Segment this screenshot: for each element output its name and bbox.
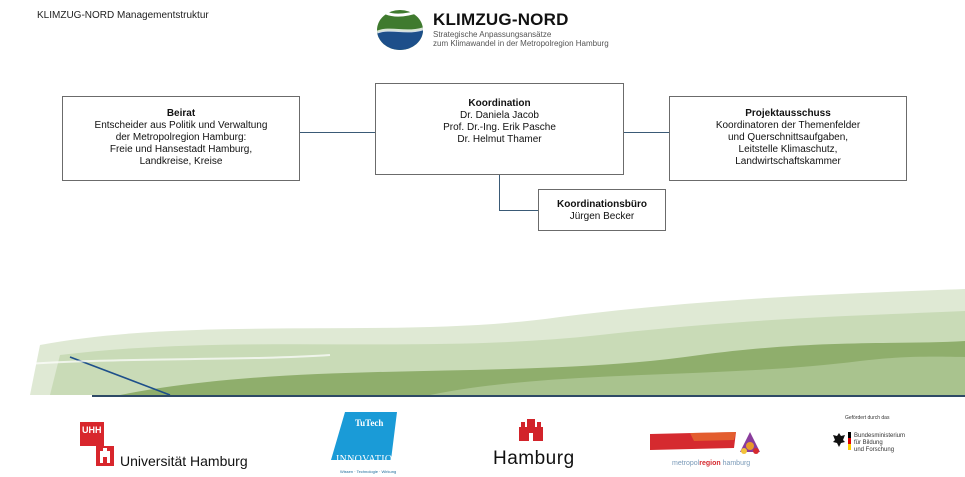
uhh-name: Universität Hamburg — [120, 453, 248, 469]
uhh-badge-text: UHH — [82, 425, 102, 435]
bmbf-name: Bundesministerium für Bildung und Forsch… — [854, 433, 905, 454]
hamburg-castle-icon — [519, 419, 543, 441]
beirat-heading: Beirat — [166, 108, 196, 119]
beirat-line-1: Entscheider aus Politik und Verwaltung — [94, 120, 268, 131]
beirat-line-4: Landkreise, Kreise — [139, 156, 223, 167]
bmbf-line-1: Bundesministerium — [854, 433, 906, 439]
tutech-top: TuTech — [355, 418, 384, 428]
metropolregion-c: hamburg — [720, 460, 751, 467]
koordination-line-1: Dr. Daniela Jacob — [460, 110, 539, 121]
beirat-line-3: Freie und Hansestadt Hamburg, — [109, 144, 253, 155]
bmbf-line-2: für Bildung — [854, 440, 883, 446]
logo-name: KLIMZUG-NORD — [433, 10, 569, 29]
beirat-line-2: der Metropolregion Hamburg: — [115, 132, 247, 143]
uhh-castle-icon — [96, 446, 114, 466]
projektausschuss-line-4: Landwirtschaftskammer — [735, 156, 841, 167]
connector-beirat-koordination — [300, 132, 375, 133]
tutech-tagline: Wissen · Technologie · Wirkung — [340, 469, 397, 474]
koordination-heading: Koordination — [468, 98, 531, 109]
logo-subtitle-line-2: zum Klimawandel in der Metropolregion Ha… — [433, 39, 609, 48]
bmbf-line-3: und Forschung — [854, 447, 895, 453]
beirat-box: Beirat Entscheider aus Politik und Verwa… — [62, 96, 300, 181]
projektausschuss-line-3: Leitstelle Klimaschutz, — [738, 144, 838, 155]
projektausschuss-heading: Projektausschuss — [745, 108, 831, 119]
projektausschuss-line-2: und Querschnittsaufgaben, — [727, 132, 849, 143]
tutech-logo — [331, 412, 397, 460]
page-title: KLIMZUG-NORD Managementstruktur — [37, 10, 209, 21]
logo-subtitle: Strategische Anpassungsansätze zum Klima… — [433, 30, 609, 48]
hamburg-name: Hamburg — [493, 448, 575, 469]
metropolregion-logo — [650, 432, 760, 454]
bmbf-flag — [848, 432, 851, 450]
koordination-box: Koordination Dr. Daniela Jacob Prof. Dr.… — [375, 83, 624, 175]
buero-heading: Koordinationsbüro — [557, 199, 647, 210]
logo-subtitle-line-1: Strategische Anpassungsansätze — [433, 30, 552, 39]
projektausschuss-line-1: Koordinatoren der Themenfelder — [715, 120, 861, 131]
koordinationsbuero-box: Koordinationsbüro Jürgen Becker — [538, 189, 666, 231]
connector-koordination-projekt — [624, 132, 669, 133]
projektausschuss-box: Projektausschuss Koordinatoren der Theme… — [669, 96, 907, 181]
bmbf-pretext: Gefördert durch das — [845, 415, 890, 421]
connector-to-buero — [499, 210, 538, 211]
uhh-logo: UHH — [80, 422, 104, 446]
metropolregion-name: metropolregion hamburg — [672, 460, 750, 467]
koordination-line-3: Dr. Helmut Thamer — [457, 134, 542, 145]
klimzug-logo-icon — [377, 9, 423, 50]
eagle-icon — [833, 433, 845, 447]
metropolregion-a: metropol — [672, 460, 700, 467]
tutech-main: INNOVATION — [336, 454, 400, 465]
connector-koordination-down — [499, 175, 500, 211]
footer-rule — [92, 395, 965, 397]
landscape-decoration — [9, 289, 965, 395]
koordination-line-2: Prof. Dr.-Ing. Erik Pasche — [443, 122, 556, 133]
buero-line-1: Jürgen Becker — [569, 211, 635, 222]
metropolregion-b: region — [699, 460, 721, 467]
